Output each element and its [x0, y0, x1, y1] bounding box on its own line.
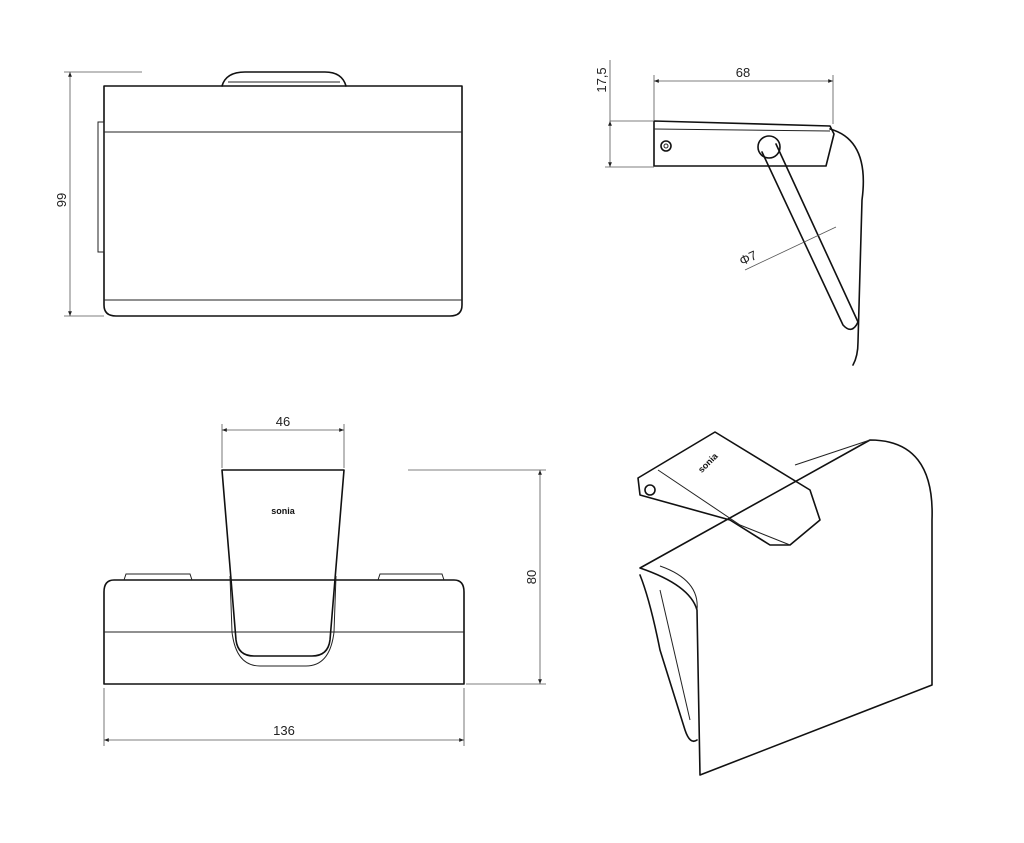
top-view: sonia 46 80 136: [103, 414, 546, 746]
isometric-view: sonia: [637, 431, 933, 776]
side-view: 17,5 68 Φ7: [594, 60, 865, 366]
dimension-label-136: 136: [273, 723, 295, 738]
dimension-label-46: 46: [276, 414, 290, 429]
dimension-label-68: 68: [736, 65, 750, 80]
dimension-label-80: 80: [524, 570, 539, 584]
brand-logo: sonia: [271, 506, 296, 516]
dimension-label-rod-diameter: Φ7: [737, 247, 759, 268]
iso-brand-logo: sonia: [696, 450, 720, 474]
dimension-label-99: 99: [54, 193, 69, 207]
front-view: 99: [54, 71, 463, 317]
dimension-label-17-5: 17,5: [594, 67, 609, 92]
